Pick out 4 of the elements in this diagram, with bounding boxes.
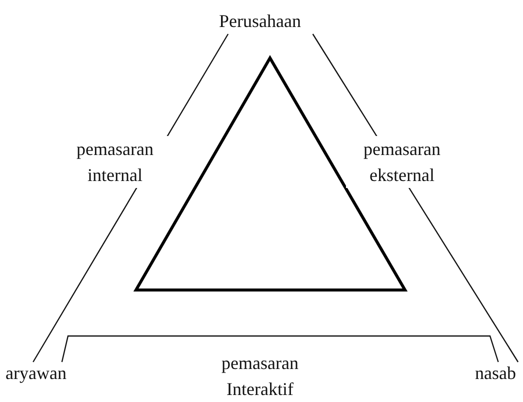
node-label: Perusahaan — [205, 10, 315, 34]
node-label: aryawan — [0, 362, 72, 386]
node-label: nasab — [468, 362, 523, 386]
connector-line — [61, 335, 499, 362]
